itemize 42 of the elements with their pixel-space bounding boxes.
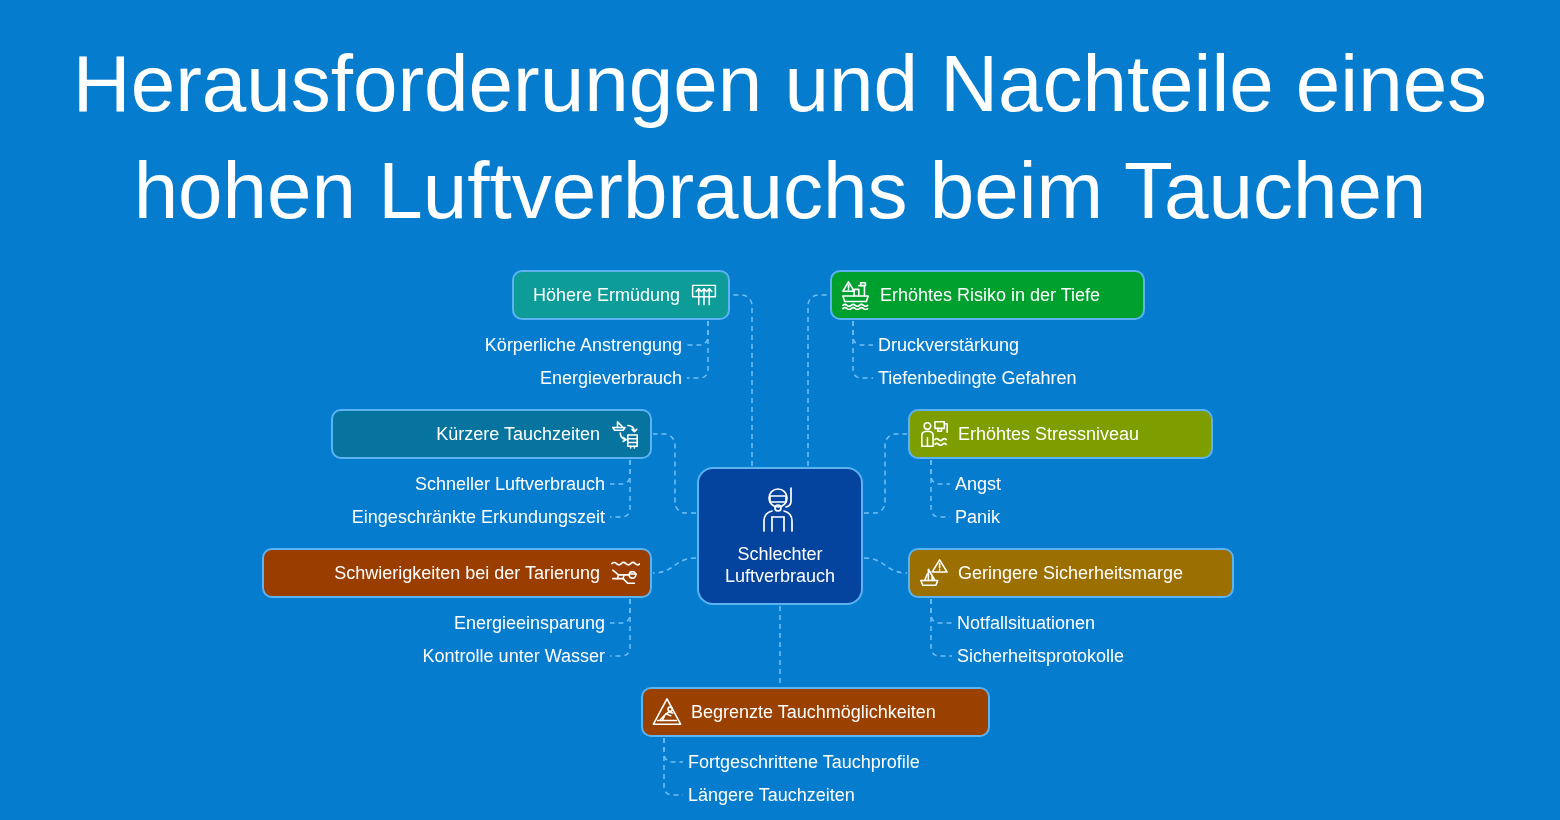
subtopic-text: Notfallsituationen [957,612,1096,634]
topic-box [331,409,652,459]
subtopic-text: Kontrolle unter Wasser [422,645,605,667]
subtopic-text: Druckverstärkung [878,334,1020,356]
dashed-connector [863,433,908,514]
subtopic-text: Energieverbrauch [539,367,682,389]
subtopic-text: Angst [955,473,1002,495]
topic-box [512,270,730,320]
central-box [697,467,863,605]
topic-label: Geringere Sicherheitsmarge [958,562,1184,584]
subtopic-text: Eingeschränkte Erkundungszeit [351,506,605,528]
subtopic-text: Fortgeschrittene Tauchprofile [688,751,920,773]
dashed-connector [652,433,697,514]
dashed-connector [807,294,830,467]
topic-label: Begrenzte Tauchmöglichkeiten [691,701,936,723]
subtopic-text: Sicherheitsprotokolle [957,645,1125,667]
central-label: Schlechter Luftverbrauch [723,542,837,587]
dashed-connector [930,598,953,657]
dashed-connector [609,598,631,657]
subtopic-text: Panik [955,506,1001,528]
dashed-connector [730,294,753,467]
topic-box [908,409,1213,459]
topic-label: Höhere Ermüdung [532,284,680,306]
topic-label: Erhöhtes Risiko in der Tiefe [880,284,1101,306]
dashed-connector [609,459,631,518]
topic-label: Erhöhtes Stressniveau [958,423,1140,445]
title: Herausforderungen und Nachteile eines hohen Luftverbrauchs beim Tauchen [71,38,1489,237]
topic-box [908,548,1234,598]
subtopic-text: Schneller Luftverbrauch [414,473,605,495]
subtopic-text: Tiefenbedingte Gefahren [878,367,1077,389]
topic-box [262,548,652,598]
dashed-connector [686,320,709,379]
dashed-connector [852,320,874,379]
subtopic-text: Längere Tauchzeiten [688,784,855,806]
dashed-connector [863,557,908,574]
topic-box [830,270,1145,320]
subtopic-text: Körperliche Anstrengung [484,334,682,356]
dashed-connector [652,557,697,574]
topic-label: Schwierigkeiten bei der Tarierung [334,562,600,584]
topic-box [641,687,990,737]
topic-label: Kürzere Tauchzeiten [436,423,600,445]
subtopic-text: Energieeinsparung [453,612,605,634]
